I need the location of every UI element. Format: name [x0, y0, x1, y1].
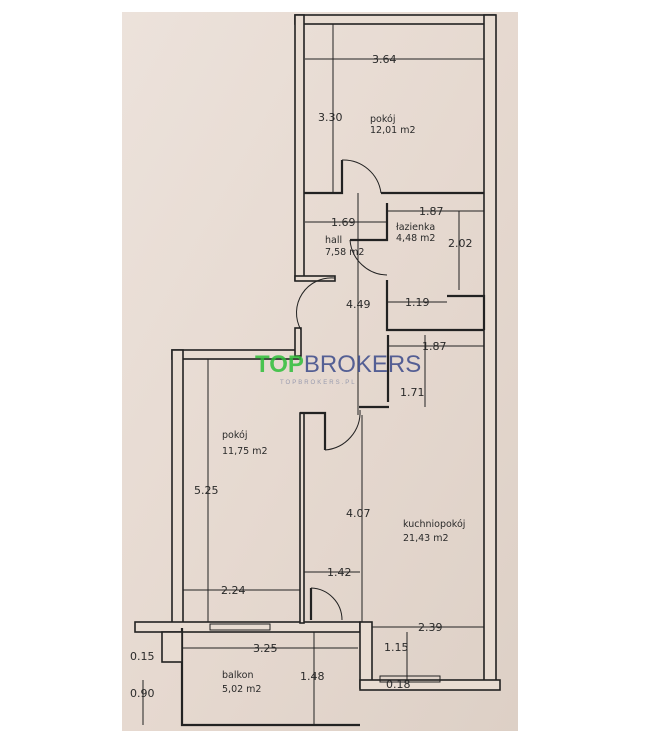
room-area: 5,02 m2	[222, 684, 261, 695]
room-name: kuchniopokój	[403, 519, 465, 530]
dim-label: 4.49	[346, 298, 371, 311]
dim-label: 0.90	[130, 687, 155, 700]
dim-label: 1.71	[400, 386, 425, 399]
dim-label: 1.48	[300, 670, 325, 683]
svg-text:TOPBROKERS: TOPBROKERS	[255, 351, 421, 378]
room-name: hall	[325, 235, 342, 246]
room-name: balkon	[222, 670, 254, 681]
room-name: pokój	[370, 114, 395, 125]
room-area: 21,43 m2	[403, 533, 449, 544]
dim-label: 1.87	[422, 340, 447, 353]
room-name: łazienka	[396, 222, 435, 233]
room-area: 7,58 m2	[325, 247, 364, 258]
dim-label: 2.39	[418, 621, 443, 634]
dim-label: 0.15	[130, 650, 155, 663]
dim-label: 1.87	[419, 205, 444, 218]
dim-label: 4.07	[346, 507, 371, 520]
dim-label: 3.30	[318, 111, 343, 124]
room-area: 12,01 m2	[370, 125, 416, 136]
dim-label: 0.18	[386, 678, 411, 691]
dim-label: 2.02	[448, 237, 473, 250]
walls	[134, 14, 501, 691]
room-area: 11,75 m2	[222, 446, 268, 457]
dim-label: 1.69	[331, 216, 356, 229]
watermark-brokers: BROKERS	[304, 351, 421, 378]
dimension-labels: 3.64 3.30 1.69 1.87 2.02 4.49 1.19 1.87 …	[130, 53, 473, 700]
dim-label: 3.25	[253, 642, 278, 655]
room-labels: pokój 12,01 m2 łazienka 4,48 m2 hall 7,5…	[222, 114, 465, 695]
room-name: pokój	[222, 430, 247, 441]
partitions	[142, 24, 486, 727]
dim-label: 1.15	[384, 641, 409, 654]
dim-label: 1.19	[405, 296, 430, 309]
paper-background	[122, 12, 518, 731]
dim-label: 2.24	[221, 584, 246, 597]
topbrokers-watermark: TOPBROKERS TOPBROKERS.PL	[255, 351, 421, 386]
room-area: 4,48 m2	[396, 233, 435, 244]
dim-label: 1.42	[327, 566, 352, 579]
dim-label: 5.25	[194, 484, 219, 497]
dim-label: 3.64	[372, 53, 397, 66]
watermark-url: TOPBROKERS.PL	[280, 380, 357, 386]
watermark-top: TOP	[255, 351, 304, 378]
